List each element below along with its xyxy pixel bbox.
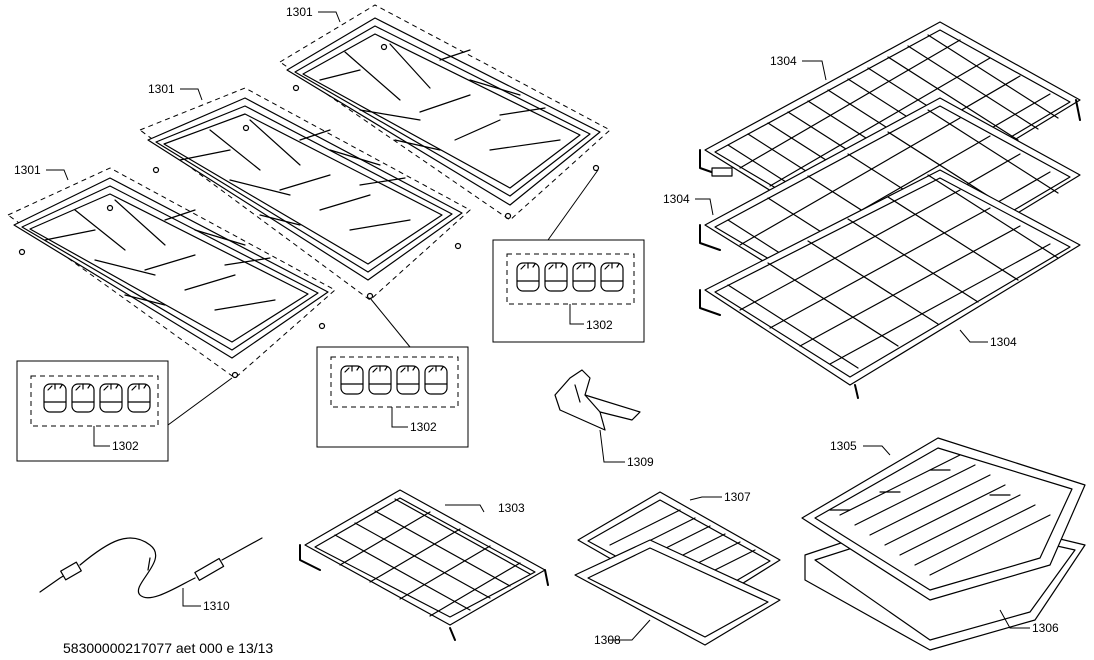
rubber-foot-icon xyxy=(600,262,624,292)
grate-middle xyxy=(138,87,471,301)
grate-left xyxy=(7,167,336,379)
feet-box-right: 1302 xyxy=(492,169,645,343)
meat-probe-1310: 1310 xyxy=(39,537,263,613)
feet-left-label: 1302 xyxy=(112,439,139,453)
bracket-1309: 1309 xyxy=(554,369,654,469)
feet-box-left: 1302 xyxy=(16,360,233,462)
label-1304-mid: 1304 xyxy=(663,192,714,216)
feet-right-label: 1302 xyxy=(586,318,613,332)
label-1301-middle: 1301 xyxy=(148,82,203,101)
sliding-rack-1303: 1303 xyxy=(299,489,549,641)
rack-top-label: 1304 xyxy=(770,54,797,68)
bracket-label: 1309 xyxy=(627,455,654,469)
rubber-foot-icon xyxy=(396,365,420,395)
broiler-pan-small-label: 1308 xyxy=(594,633,621,647)
grate-right xyxy=(279,4,611,221)
rubber-foot-icon xyxy=(127,383,151,413)
broiler-grid-large: 1305 xyxy=(801,437,1086,601)
broiler-large-label: 1305 xyxy=(830,439,857,453)
sliding-rack-label: 1303 xyxy=(498,501,525,515)
document-footer: 58300000217077 aet 000 e 13/13 xyxy=(63,640,274,656)
rubber-foot-icon xyxy=(340,365,364,395)
grate-right-label: 1301 xyxy=(286,5,313,19)
rubber-foot-icon xyxy=(516,262,540,292)
feet-box-middle: 1302 xyxy=(316,297,469,448)
broiler-small-label: 1307 xyxy=(724,490,751,504)
rubber-foot-icon xyxy=(368,365,392,395)
feet-middle-label: 1302 xyxy=(410,420,437,434)
broiler-pan-large-label: 1306 xyxy=(1032,621,1059,635)
label-1304-bottom: 1304 xyxy=(959,329,1017,349)
rubber-foot-icon xyxy=(43,383,67,413)
label-1301-left: 1301 xyxy=(14,163,69,181)
rack-mid-label: 1304 xyxy=(663,192,690,206)
label-1301-right: 1301 xyxy=(286,5,341,23)
grate-middle-label: 1301 xyxy=(148,82,175,96)
grate-left-label: 1301 xyxy=(14,163,41,177)
probe-label: 1310 xyxy=(203,599,230,613)
rubber-foot-icon xyxy=(71,383,95,413)
label-1304-top: 1304 xyxy=(770,54,827,81)
rubber-foot-icon xyxy=(544,262,568,292)
rack-bottom-label: 1304 xyxy=(990,335,1017,349)
broiler-pan-small: 1308 xyxy=(574,539,781,647)
rubber-foot-icon xyxy=(424,365,448,395)
oven-rack-bottom xyxy=(699,169,1081,399)
rubber-foot-icon xyxy=(99,383,123,413)
rubber-foot-icon xyxy=(572,262,596,292)
